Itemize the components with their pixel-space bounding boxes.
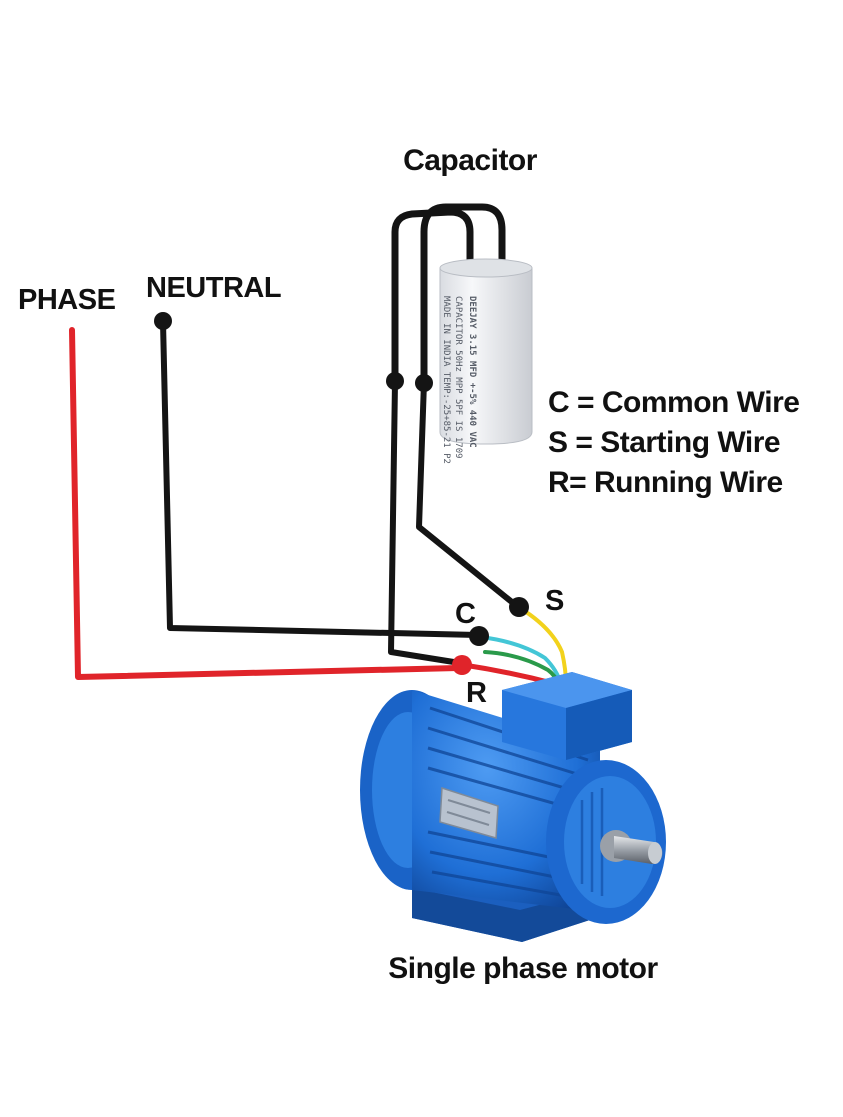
capacitor-leads (391, 203, 506, 386)
neutral-wire (160, 319, 481, 638)
neutral-label: NEUTRAL (146, 272, 281, 304)
capacitor-to-s-wire (416, 379, 521, 610)
phase-label: PHASE (18, 284, 116, 316)
capacitor-print-line-3: MADE IN INDIA TEMP:-25+85-21 P2 (441, 296, 451, 464)
starting-lead-yellow (518, 606, 568, 686)
motor-label: Single phase motor (388, 952, 658, 985)
capacitor-print-line-2: CAPACITOR 50Hz MPP 5PF IS 1709 (453, 296, 463, 459)
capacitor: DEEJAY 3.15 MFD +-5% 440 VAC CAPACITOR 5… (439, 258, 533, 464)
terminal-c-label: C (455, 598, 476, 630)
legend-item-running: R= Running Wire (548, 466, 783, 499)
legend-item-common: C = Common Wire (548, 386, 799, 419)
terminal-r-label: R (466, 677, 487, 709)
common-lead-cyan (479, 635, 563, 686)
terminal-s-dot (509, 597, 529, 617)
terminal-r-dot (452, 655, 472, 675)
legend-item-starting: S = Starting Wire (548, 426, 780, 459)
single-phase-motor (360, 672, 666, 942)
capacitor-junction-dot-inner (415, 374, 433, 392)
terminal-c-dot (469, 626, 489, 646)
junction-dots (154, 312, 529, 675)
capacitor-lead-inner (420, 203, 506, 386)
neutral-terminal-dot (154, 312, 172, 330)
legend: C = Common Wire S = Starting Wire R= Run… (548, 386, 800, 499)
capacitor-print-line-1: DEEJAY 3.15 MFD +-5% 440 VAC (467, 296, 477, 448)
motor-nameplate (439, 786, 499, 839)
phase-wire (69, 327, 461, 680)
capacitor-label: Capacitor (403, 144, 538, 177)
capacitor-to-r-wire (388, 379, 463, 666)
terminal-s-label: S (545, 585, 564, 617)
capacitor-junction-dot-outer (386, 372, 404, 390)
